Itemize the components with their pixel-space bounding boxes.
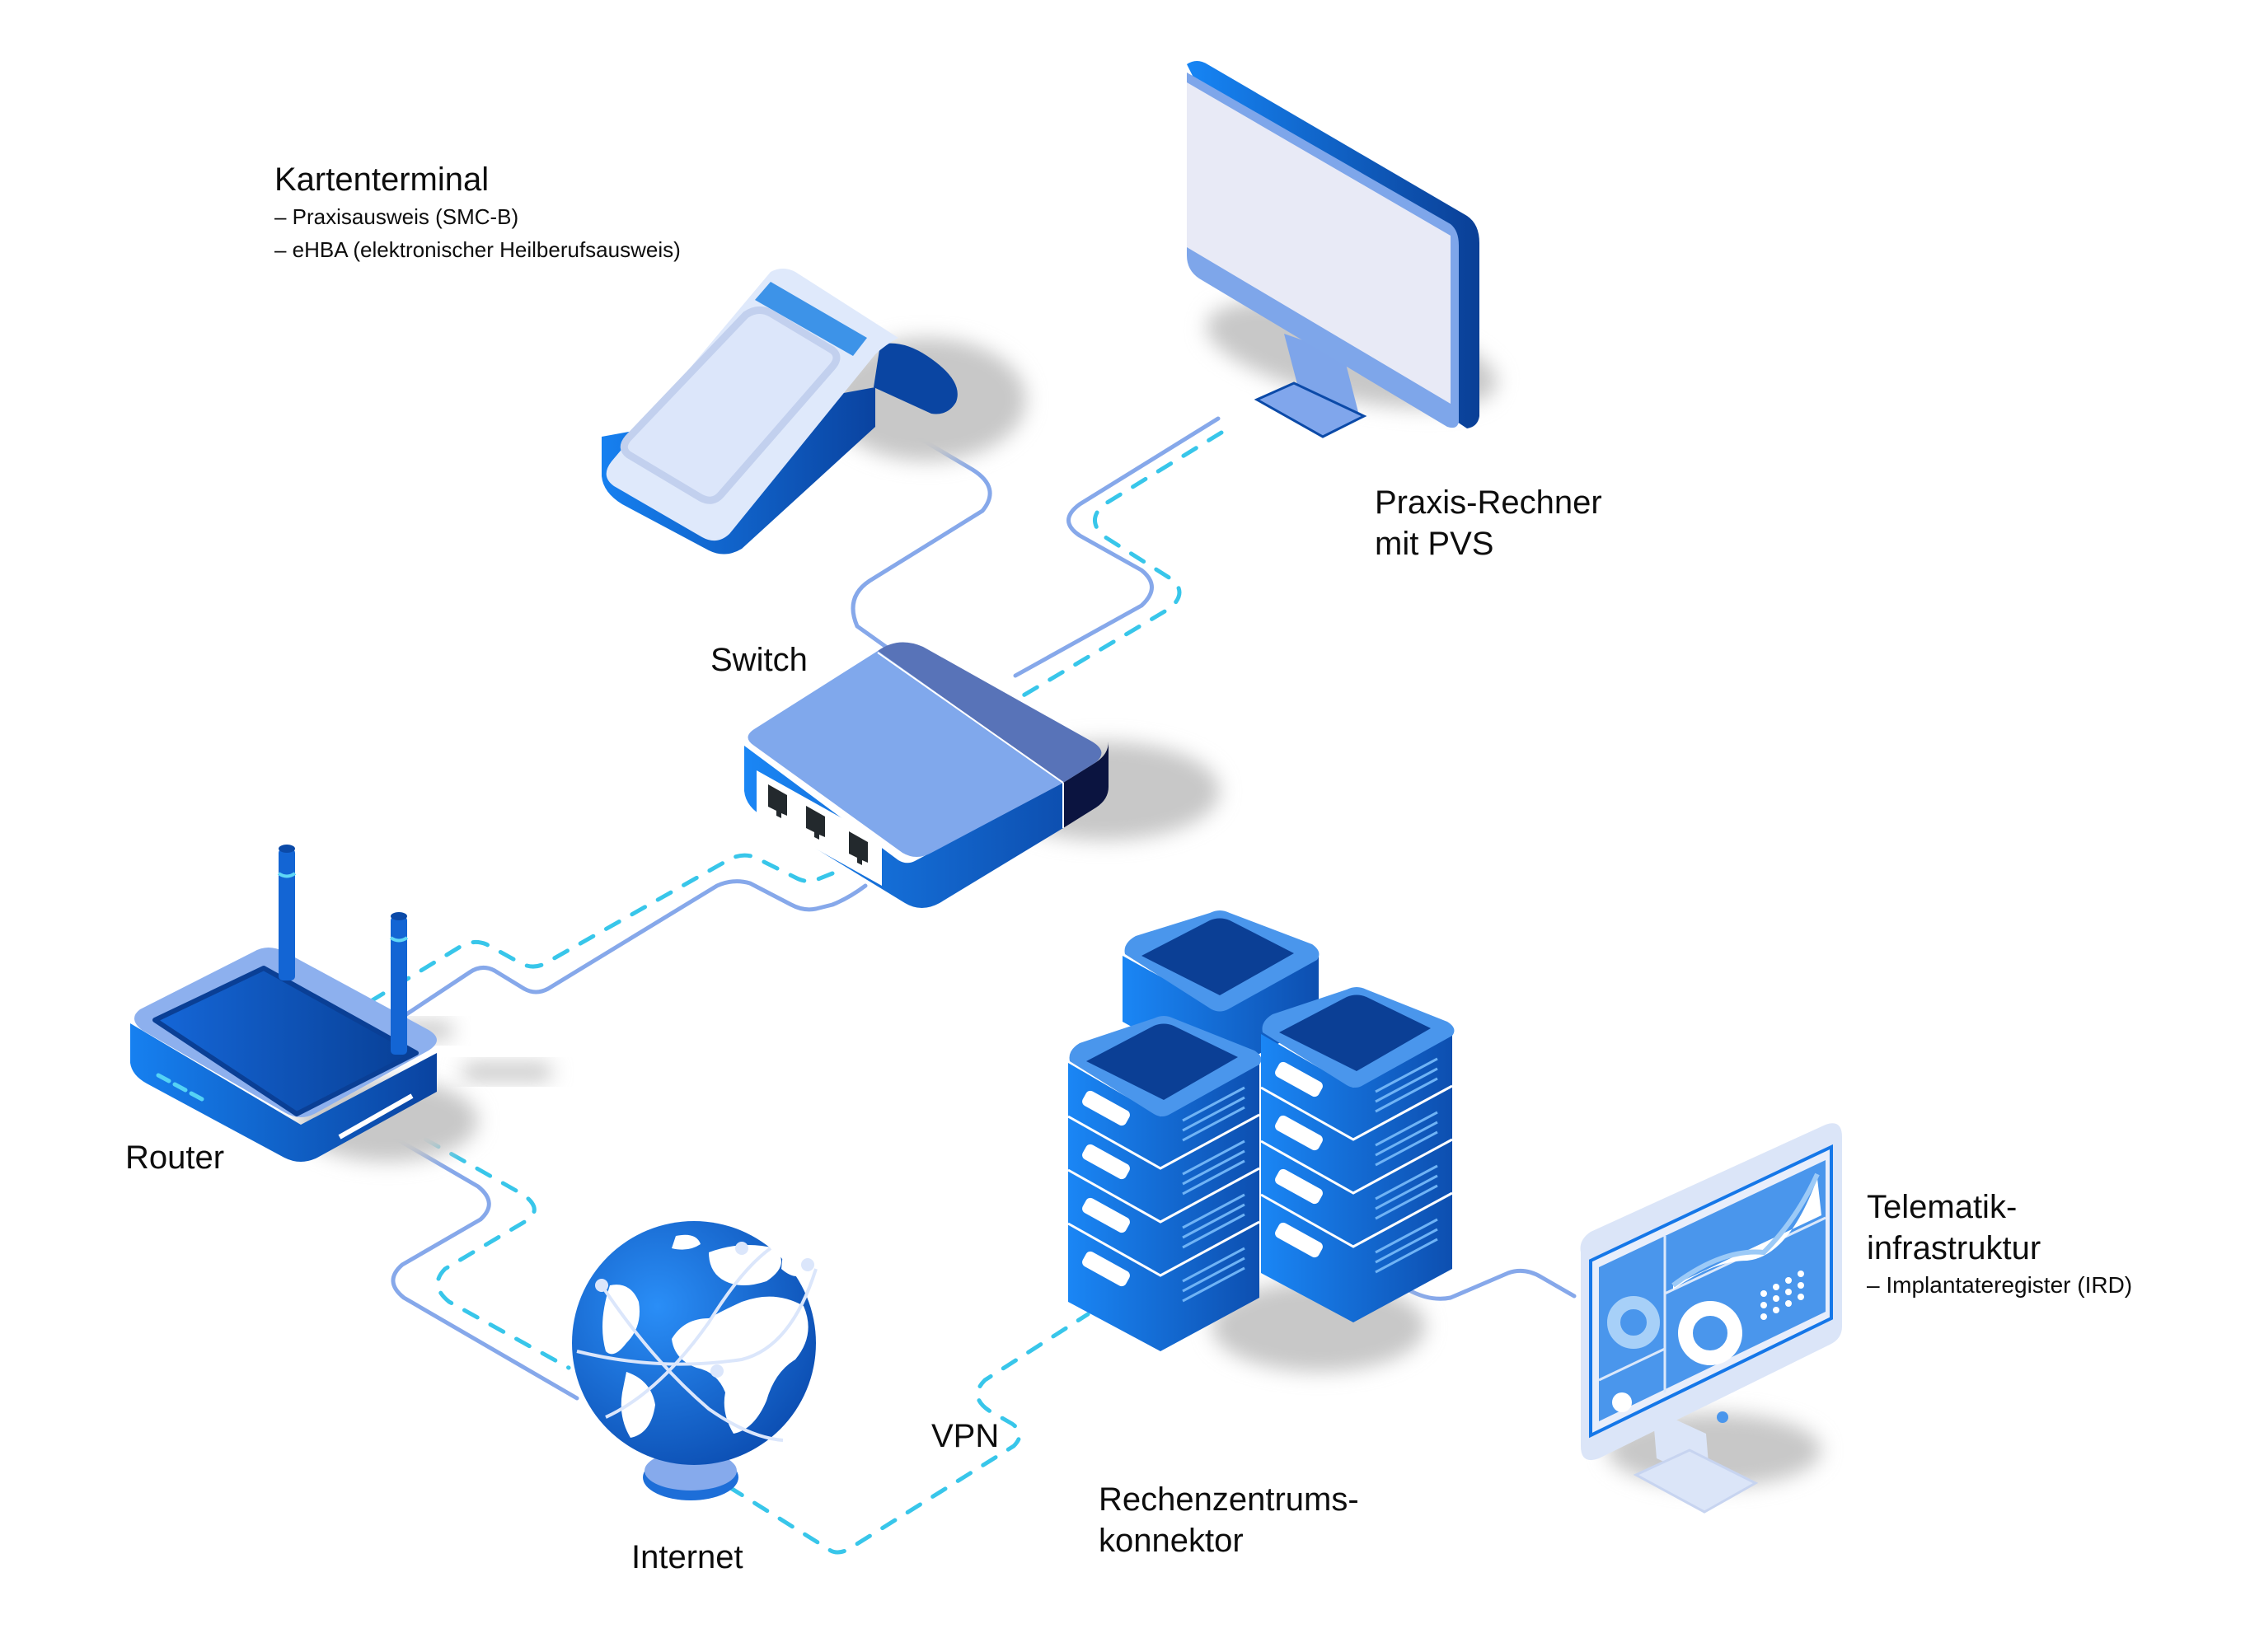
dashboard-pie-chart — [1607, 1296, 1660, 1349]
monitor-stand-base — [1254, 381, 1367, 438]
cable-router-internet-dashed — [397, 1122, 571, 1370]
label-internet: Internet — [631, 1537, 743, 1578]
server-stack-right — [1260, 987, 1455, 1322]
label-vpn: VPN — [931, 1416, 999, 1457]
vpn-title: VPN — [931, 1418, 1000, 1454]
router-slot — [338, 1093, 414, 1140]
dashboard-monitor-logo — [1717, 1411, 1728, 1423]
globe-orbits — [576, 1247, 818, 1442]
label-switch: Switch — [710, 639, 808, 681]
globe-icon[interactable] — [572, 1221, 818, 1500]
rechenzentrum-title-line2: konnektor — [1099, 1523, 1244, 1559]
dashboard-area-chart-2 — [1671, 1172, 1820, 1288]
telematik-title-line2: infrastruktur — [1867, 1230, 2041, 1266]
label-kartenterminal: Kartenterminal – Praxisausweis (SMC-B) –… — [274, 159, 681, 266]
telematik-title-line1: Telematik- — [1867, 1189, 2018, 1225]
ethernet-port-1[interactable] — [768, 784, 787, 818]
internet-title: Internet — [631, 1539, 743, 1575]
dashboard-monitor-screen — [1599, 1160, 1826, 1421]
rechenzentrum-title-line1: Rechenzentrums- — [1099, 1481, 1359, 1518]
globe-nodes — [595, 1242, 814, 1378]
router-antenna-1 — [277, 845, 297, 980]
wifi-router-icon[interactable] — [130, 845, 552, 1162]
ethernet-port-2[interactable] — [806, 806, 825, 840]
kartenterminal-title: Kartenterminal — [274, 161, 490, 198]
kartenterminal-item-smcb: – Praxisausweis (SMC-B) — [274, 204, 519, 229]
cable-kartenterminal-switch — [851, 409, 992, 649]
connections — [368, 409, 1577, 1555]
dashboard-area-chart — [1673, 1178, 1821, 1289]
dashboard-dot-grid — [1760, 1271, 1804, 1320]
dashboard-donut-chart — [1678, 1301, 1742, 1365]
label-praxis-rechner: Praxis-Rechner mit PVS — [1375, 482, 1602, 564]
card-terminal-icon[interactable] — [602, 269, 1026, 555]
cable-rechner-switch-solid — [1013, 416, 1221, 678]
cable-switch-router-dashed — [368, 853, 835, 1004]
label-router: Router — [125, 1137, 224, 1178]
cable-rechenzentrum-telematik — [1405, 1268, 1577, 1301]
cable-router-internet-solid — [377, 1126, 579, 1401]
router-antenna-2 — [389, 912, 409, 1055]
switch-ports — [768, 784, 868, 865]
card-terminal-display — [755, 282, 867, 356]
router-top-panel — [152, 966, 419, 1116]
switch-seam — [877, 652, 1064, 784]
switch-top — [748, 651, 1063, 857]
label-rechenzentrum: Rechenzentrums- konnektor — [1099, 1479, 1359, 1561]
desktop-monitor-icon[interactable] — [1187, 61, 1507, 438]
switch-body-right — [1063, 742, 1109, 828]
cable-switch-router-solid — [389, 879, 868, 1027]
praxis-rechner-title-line2: mit PVS — [1375, 526, 1494, 562]
router-title: Router — [125, 1140, 225, 1176]
label-telematik: Telematik- infrastruktur – Implantatereg… — [1867, 1186, 2132, 1302]
router-leds — [156, 1073, 204, 1102]
cable-rechner-switch-dashed — [1020, 430, 1224, 699]
router-antenna-shadow-2 — [462, 1063, 552, 1081]
dashboard-small-circle — [1612, 1392, 1632, 1412]
server-rack-icon[interactable] — [1067, 910, 1455, 1372]
ethernet-port-3[interactable] — [849, 831, 868, 865]
switch-body-front — [744, 746, 1063, 908]
praxis-rechner-title-line1: Praxis-Rechner — [1375, 484, 1602, 521]
switch-top-back — [878, 642, 1102, 783]
server-stack-left — [1067, 1016, 1262, 1351]
card-terminal-roll — [874, 343, 958, 414]
cable-internet-rechenzentrum-vpn — [727, 1312, 1090, 1555]
card-terminal-card-slot — [620, 307, 841, 504]
network-switch-icon[interactable] — [744, 642, 1220, 908]
telematik-item-ird: – Implantateregister (IRD) — [1867, 1272, 2133, 1298]
dashboard-monitor-icon[interactable] — [1580, 1123, 1843, 1514]
switch-title: Switch — [710, 642, 808, 678]
monitor-screen — [1187, 82, 1451, 404]
kartenterminal-item-ehba: – eHBA (elektronischer Heilberufsausweis… — [274, 237, 681, 262]
dashboard-monitor-base — [1633, 1448, 1759, 1514]
